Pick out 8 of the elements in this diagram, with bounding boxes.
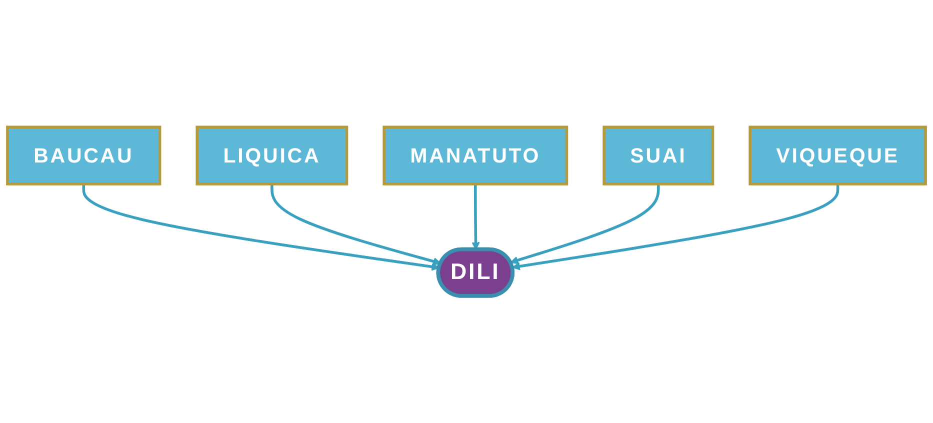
node-box: MANATUTO — [382, 126, 568, 186]
arrow — [510, 184, 660, 264]
node-box: BAUCAU — [6, 126, 162, 186]
node-box: LIQUICA — [196, 126, 348, 186]
arrow — [270, 184, 442, 266]
arrow — [512, 184, 840, 270]
node-box: VIQUEQUE — [748, 126, 927, 186]
node-box: SUAI — [602, 126, 714, 186]
